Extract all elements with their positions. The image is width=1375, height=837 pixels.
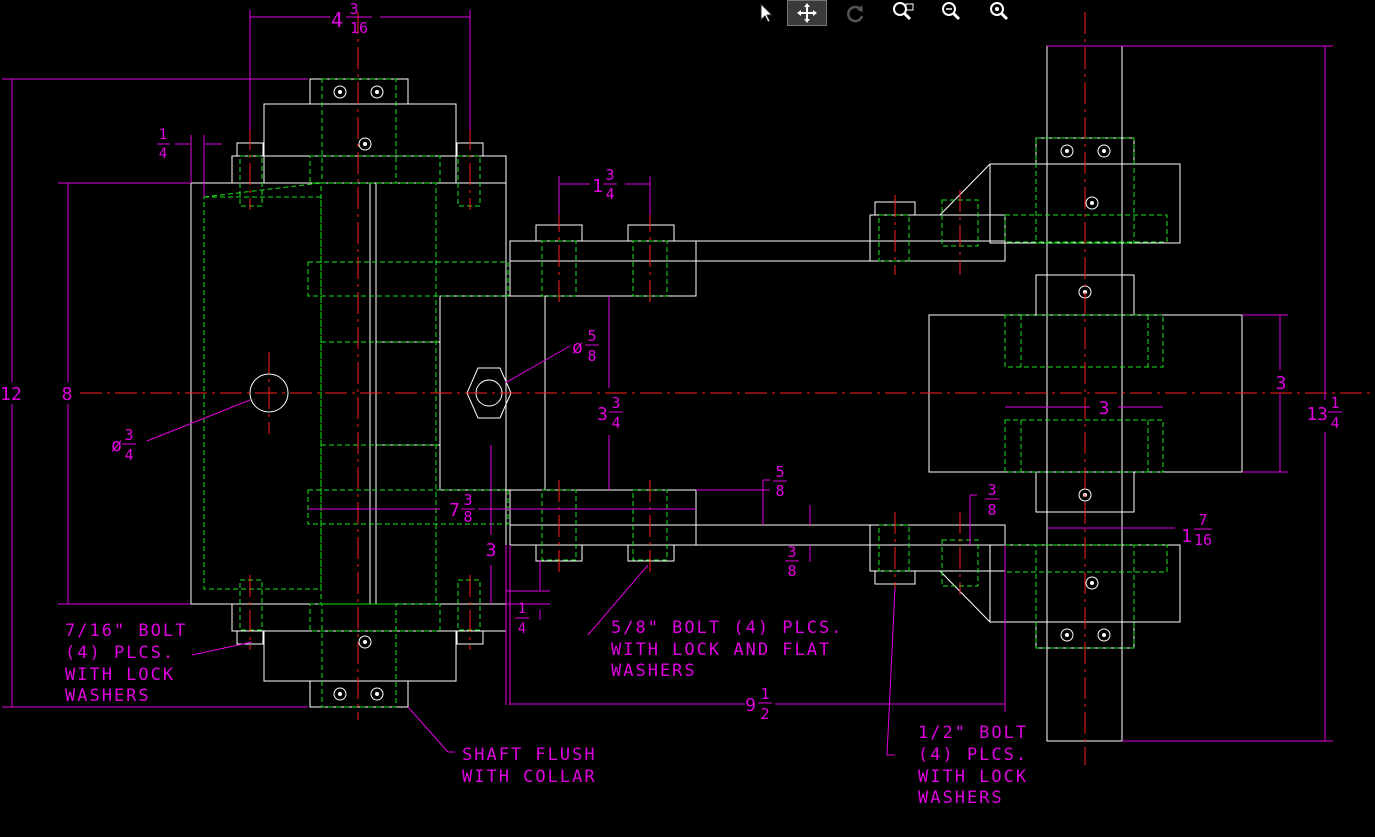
dim-three-eighths-b: 3 8 <box>785 543 799 580</box>
dim-right-height: 13 1 4 <box>1306 394 1342 432</box>
svg-text:4: 4 <box>124 446 133 464</box>
dim-right-3-vertical: 3 <box>1276 373 1287 394</box>
dim-three-eighths-a: 3 8 <box>985 481 999 519</box>
pan-cross-icon <box>797 3 817 23</box>
svg-text:3: 3 <box>349 0 358 18</box>
view-toolbar <box>745 0 1025 26</box>
dim-five-eighths: 5 8 <box>773 463 787 500</box>
svg-text:WITH LOCK AND FLAT: WITH LOCK AND FLAT <box>611 640 831 660</box>
svg-text:3: 3 <box>597 404 608 425</box>
zoom-in-tool-button[interactable] <box>931 0 971 26</box>
dim-height-8: 8 <box>62 384 73 405</box>
svg-text:(4) PLCS.: (4) PLCS. <box>65 643 175 663</box>
svg-text:3: 3 <box>463 491 472 509</box>
svg-text:1: 1 <box>159 127 167 143</box>
dim-top-spacing: 1 3 4 <box>592 166 617 203</box>
svg-text:1: 1 <box>1181 526 1192 547</box>
svg-text:4: 4 <box>518 621 526 637</box>
svg-text:1: 1 <box>1330 394 1339 412</box>
zoom-window-icon <box>893 2 914 21</box>
note-bolt-58: 5/8" BOLT (4) PLCS. WITH LOCK AND FLAT W… <box>611 618 843 681</box>
svg-text:4: 4 <box>1330 414 1339 432</box>
svg-text:9: 9 <box>745 695 756 716</box>
select-tool-button[interactable] <box>745 0 785 26</box>
dim-bar-length: 7 3 8 <box>449 491 475 526</box>
svg-text:1/2" BOLT: 1/2" BOLT <box>918 723 1028 743</box>
zoom-in-icon <box>942 2 961 21</box>
rotate-tool-button[interactable] <box>835 0 875 26</box>
dim-height-12: 12 <box>0 384 22 405</box>
svg-text:7: 7 <box>1198 511 1207 529</box>
svg-text:4: 4 <box>159 146 167 162</box>
dim-lower-3: 3 <box>486 540 497 561</box>
zoom-extents-tool-button[interactable] <box>979 0 1019 26</box>
svg-text:ø: ø <box>111 435 122 456</box>
svg-text:5/8" BOLT (4) PLCS.: 5/8" BOLT (4) PLCS. <box>611 618 843 638</box>
svg-text:WASHERS: WASHERS <box>918 788 1004 808</box>
zoom-window-tool-button[interactable] <box>883 0 923 26</box>
svg-text:3: 3 <box>987 481 996 499</box>
svg-text:WASHERS: WASHERS <box>65 686 151 706</box>
svg-text:4: 4 <box>605 185 614 203</box>
svg-text:8: 8 <box>587 347 596 365</box>
svg-text:3: 3 <box>787 543 796 561</box>
zoom-extents-icon <box>990 2 1009 21</box>
rotate-icon <box>847 5 864 23</box>
svg-text:5: 5 <box>775 463 784 481</box>
svg-text:13: 13 <box>1306 404 1328 425</box>
center-lines <box>80 12 1370 765</box>
dim-quarter-bottom: 1 4 <box>515 601 529 637</box>
dimension-lines <box>2 10 1333 756</box>
dim-center-gap: 3 3 4 <box>597 394 623 432</box>
svg-text:3: 3 <box>124 426 133 444</box>
svg-text:7/16" BOLT: 7/16" BOLT <box>65 621 187 641</box>
svg-text:4: 4 <box>331 8 343 32</box>
svg-text:2: 2 <box>760 705 769 723</box>
note-bolt-716: 7/16" BOLT (4) PLCS. WITH LOCK WASHERS <box>65 621 187 706</box>
svg-text:8: 8 <box>987 501 996 519</box>
svg-text:16: 16 <box>1194 531 1212 549</box>
dim-overall-length: 9 1 2 <box>745 685 772 723</box>
svg-text:WITH LOCK: WITH LOCK <box>65 665 175 685</box>
svg-text:3: 3 <box>611 394 620 412</box>
pan-tool-button[interactable] <box>787 0 827 26</box>
svg-text:8: 8 <box>787 562 796 580</box>
svg-text:4: 4 <box>611 414 620 432</box>
svg-text:WITH COLLAR: WITH COLLAR <box>462 767 597 787</box>
hidden-lines <box>203 78 1168 708</box>
svg-text:3: 3 <box>605 166 614 184</box>
dim-top-width: 4 3 16 <box>331 0 372 37</box>
svg-text:8: 8 <box>463 508 472 526</box>
dimension-labels: 4 3 16 1 4 12 8 ø 3 4 ø 5 8 1 3 4 <box>0 0 1342 723</box>
svg-text:7: 7 <box>449 500 460 521</box>
note-bolt-12: 1/2" BOLT (4) PLCS. WITH LOCK WASHERS <box>918 723 1028 808</box>
svg-text:1: 1 <box>760 685 769 703</box>
svg-text:(4) PLCS.: (4) PLCS. <box>918 745 1028 765</box>
svg-text:16: 16 <box>350 19 368 37</box>
arrow-pointer-icon <box>760 2 774 23</box>
svg-text:8: 8 <box>775 482 784 500</box>
note-shaft: SHAFT FLUSH WITH COLLAR <box>462 745 597 787</box>
svg-text:WASHERS: WASHERS <box>611 661 697 681</box>
dim-right-3-horizontal: 3 <box>1099 398 1110 419</box>
svg-text:5: 5 <box>587 327 596 345</box>
dim-offset: 1 7 16 <box>1181 511 1212 549</box>
svg-text:1: 1 <box>592 176 603 197</box>
dim-bolt-hole-dia: ø 5 8 <box>572 327 599 365</box>
svg-text:ø: ø <box>572 337 583 358</box>
svg-text:WITH LOCK: WITH LOCK <box>918 767 1028 787</box>
dim-hole-dia: ø 3 4 <box>111 426 136 464</box>
svg-text:1: 1 <box>518 601 526 617</box>
svg-text:SHAFT FLUSH: SHAFT FLUSH <box>462 745 597 765</box>
dim-quarter-left: 1 4 <box>157 127 170 162</box>
